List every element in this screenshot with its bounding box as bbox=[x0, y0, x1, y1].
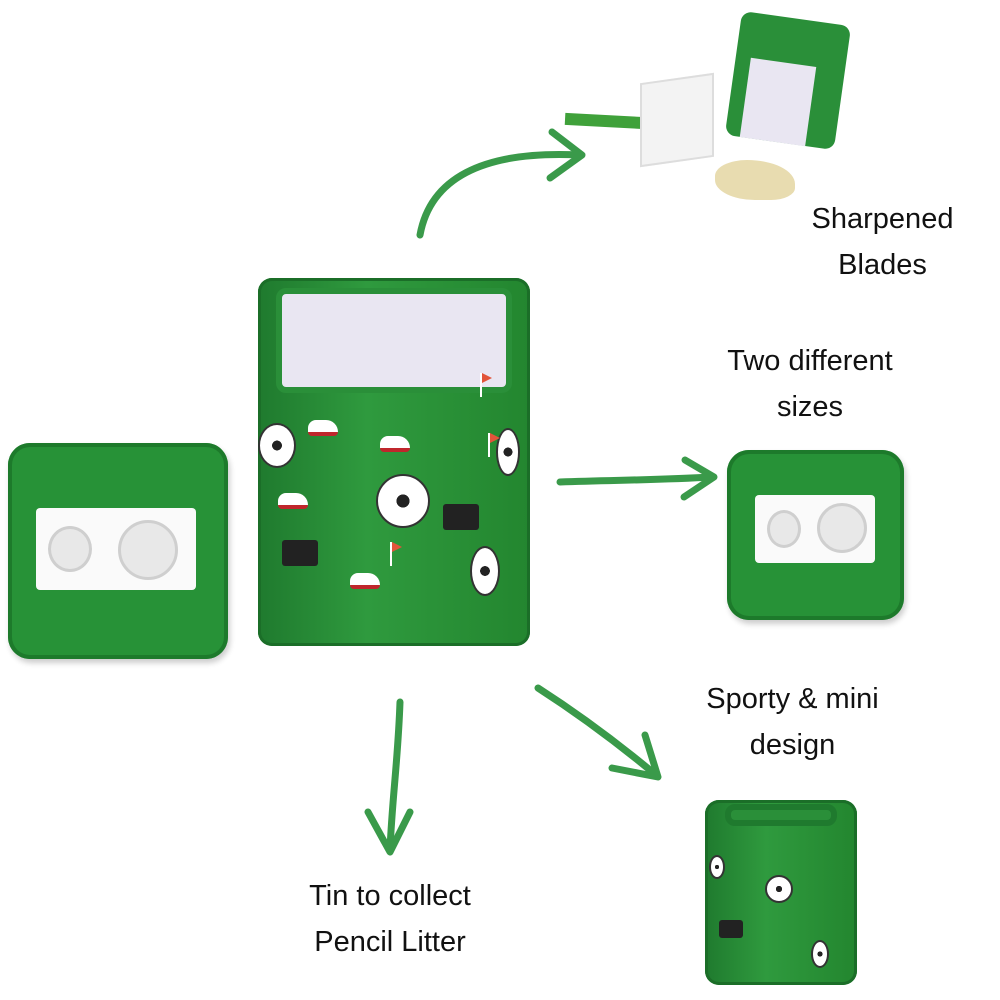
arrow-to-sizes-head bbox=[680, 456, 718, 501]
label-two-sizes: Two different sizes bbox=[690, 338, 930, 430]
label-sharpened-blades: Sharpened Blades bbox=[795, 196, 970, 288]
arrow-to-design bbox=[534, 684, 660, 779]
jersey-icon bbox=[719, 920, 743, 938]
soccer-ball-icon bbox=[376, 474, 430, 528]
label-tin-collect: Tin to collect Pencil Litter bbox=[270, 873, 510, 965]
shoe-icon bbox=[380, 436, 410, 452]
tin-opening bbox=[276, 288, 512, 393]
label-line: Pencil Litter bbox=[314, 926, 466, 958]
arrow-to-tin-head bbox=[364, 808, 414, 856]
soccer-ball-icon bbox=[258, 423, 296, 468]
label-line: Sharpened bbox=[811, 203, 954, 235]
main-tin bbox=[258, 278, 530, 646]
soccer-ball-icon bbox=[470, 546, 500, 596]
soccer-ball-icon bbox=[709, 855, 725, 879]
soccer-ball-icon bbox=[765, 875, 793, 903]
label-line: Tin to collect bbox=[309, 880, 471, 912]
arrow-to-sizes bbox=[556, 473, 716, 486]
label-sporty-design: Sporty & mini design bbox=[670, 676, 915, 768]
jersey-icon bbox=[443, 504, 479, 530]
large-hole bbox=[817, 503, 867, 553]
mini-tin bbox=[705, 800, 857, 985]
shoe-icon bbox=[308, 420, 338, 436]
label-line: Two different bbox=[727, 345, 893, 377]
arrow-to-design-head bbox=[608, 731, 662, 781]
corner-flag-icon bbox=[390, 542, 402, 566]
corner-flag-icon bbox=[488, 433, 500, 457]
arrow-to-tin bbox=[386, 698, 404, 854]
jersey-icon bbox=[282, 540, 318, 566]
corner-flag-icon bbox=[480, 373, 492, 397]
arrow-to-blades bbox=[416, 150, 584, 239]
small-hole bbox=[767, 510, 801, 548]
lid-small bbox=[727, 450, 904, 620]
lid-large bbox=[8, 443, 228, 659]
shoe-icon bbox=[278, 493, 308, 509]
label-line: Blades bbox=[838, 249, 927, 281]
label-line: Sporty & mini bbox=[706, 683, 879, 715]
exploded-sharpener-image bbox=[564, 10, 865, 210]
arrow-to-blades-head bbox=[546, 128, 586, 182]
large-hole bbox=[118, 520, 178, 580]
small-hole bbox=[48, 526, 92, 572]
label-line: sizes bbox=[776, 391, 844, 423]
soccer-ball-icon bbox=[496, 428, 520, 476]
label-line: design bbox=[749, 729, 836, 761]
shoe-icon bbox=[350, 573, 380, 589]
soccer-ball-icon bbox=[811, 940, 829, 968]
